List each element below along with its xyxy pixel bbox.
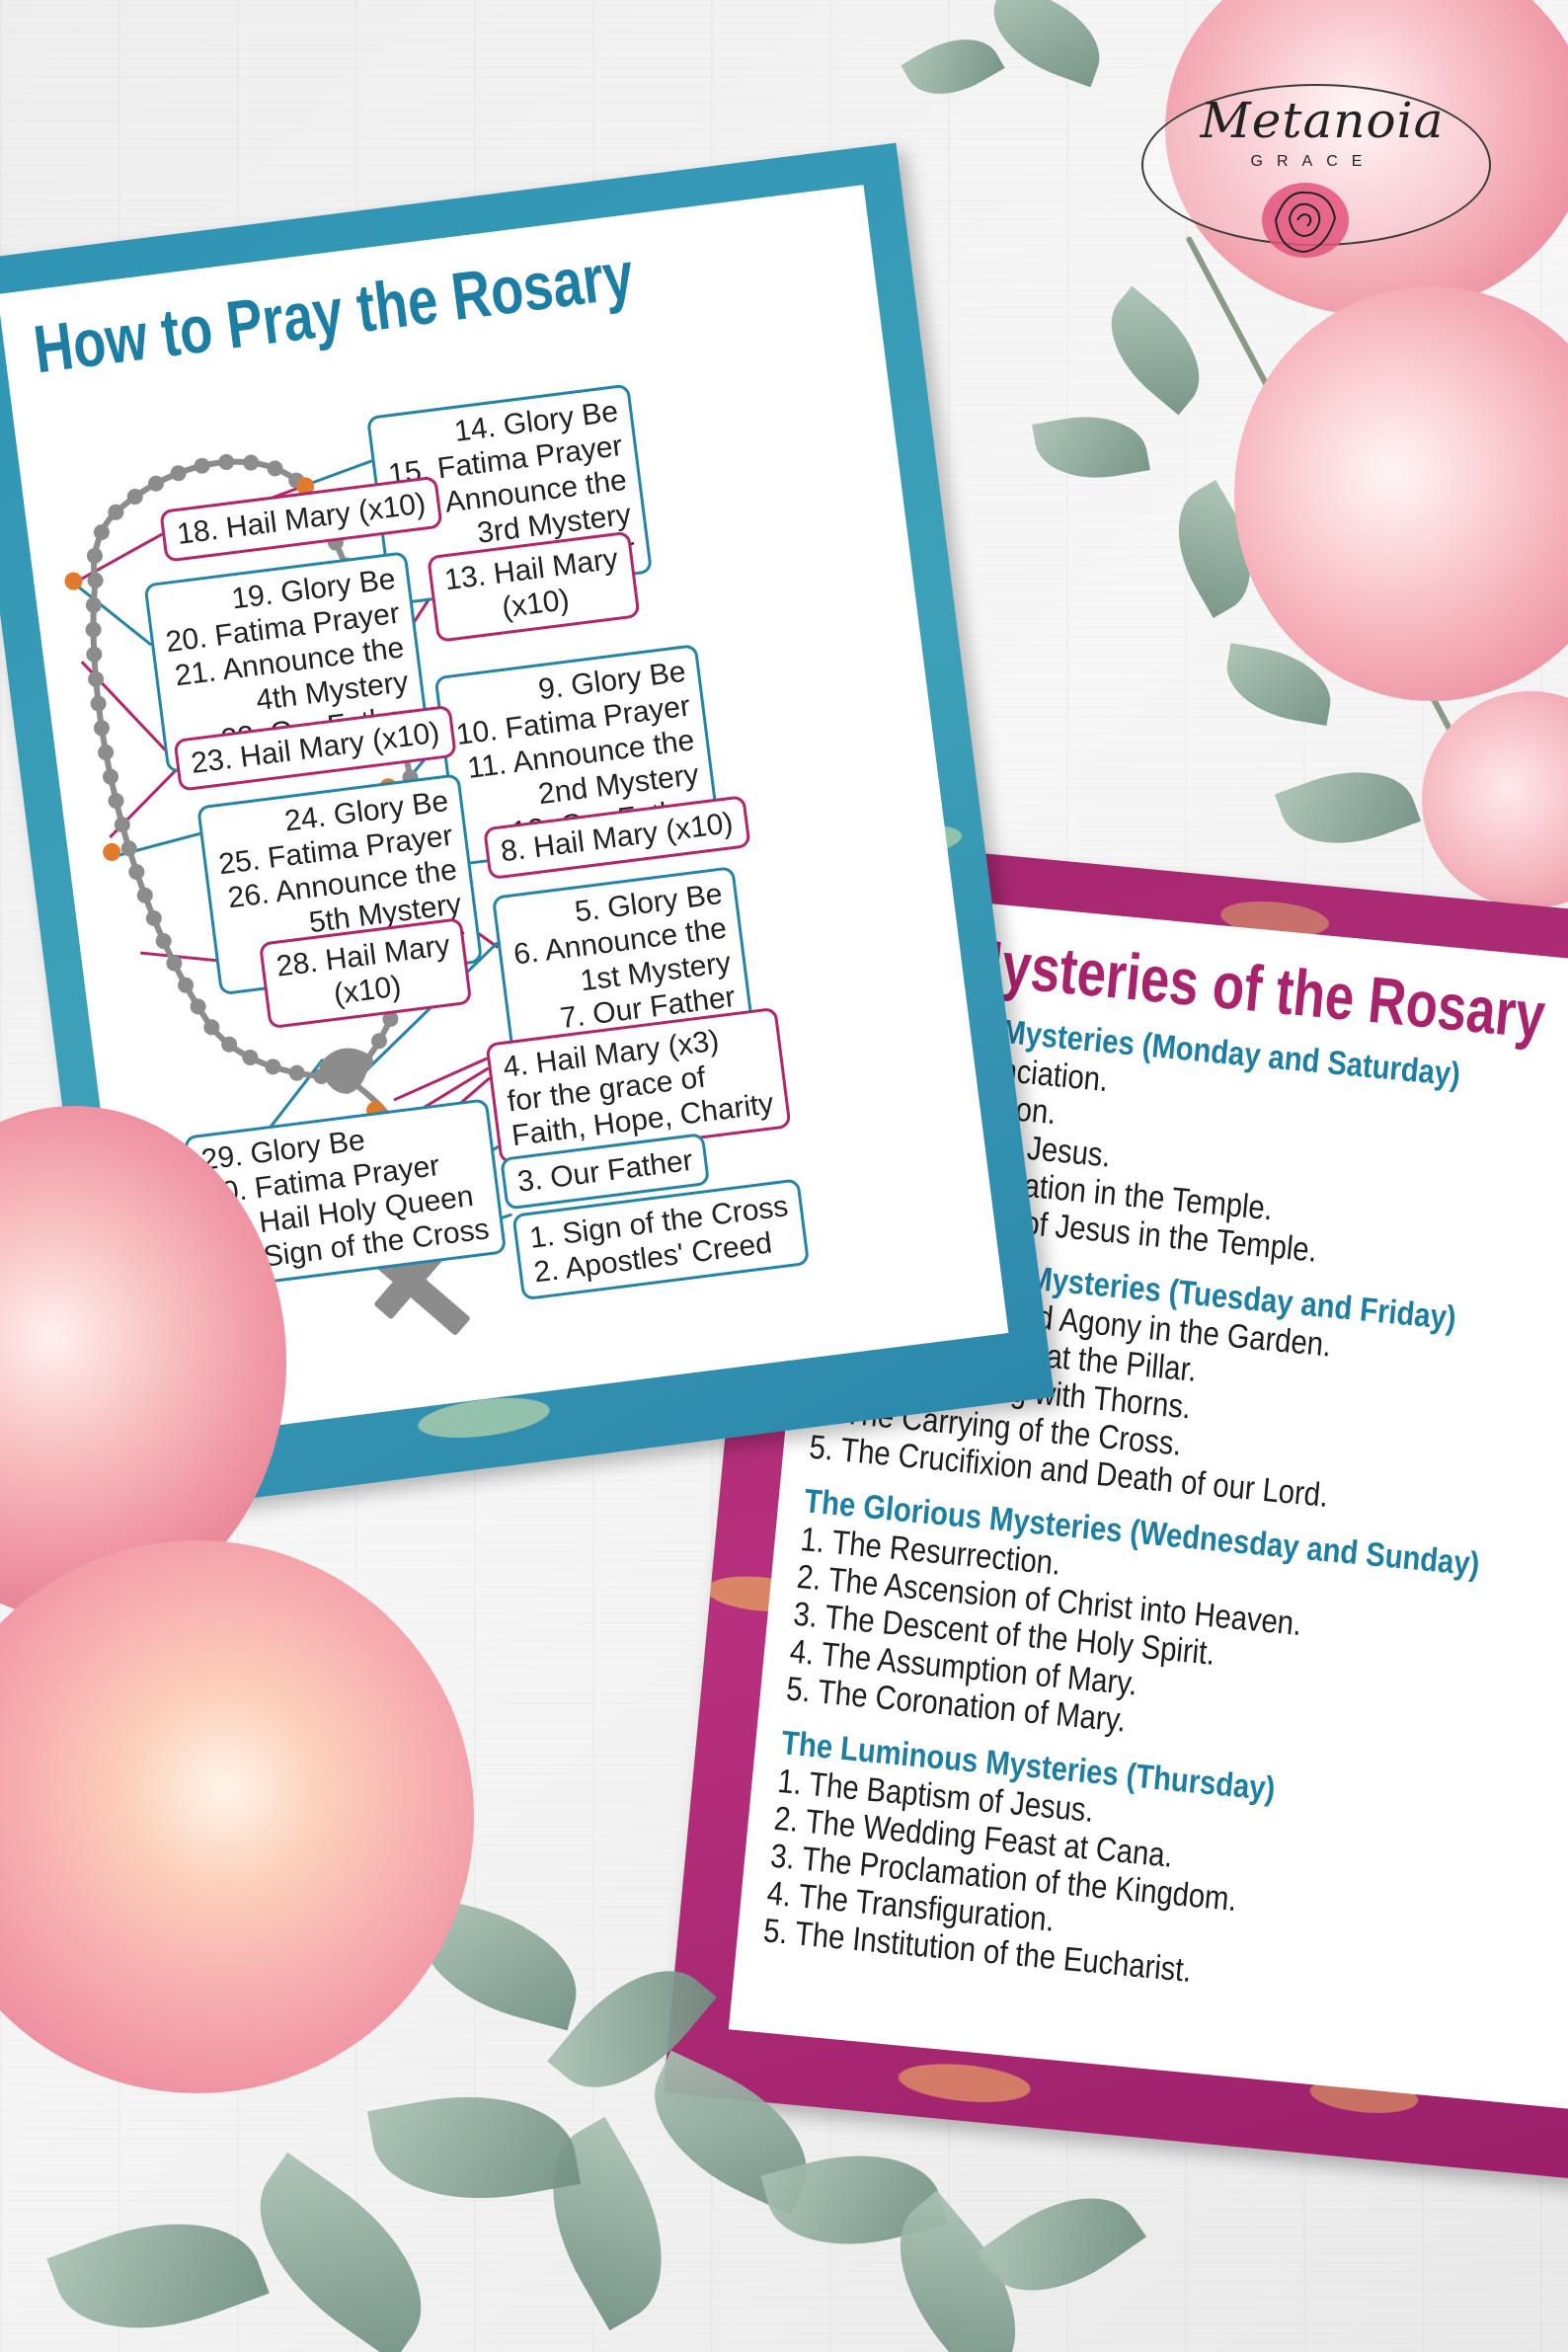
rosary-bead (170, 465, 187, 482)
leaf-icon (760, 2132, 948, 2268)
rosary-bead (190, 998, 206, 1015)
how-to-pray-card-panel: How to Pray the Rosary (0, 185, 1009, 1443)
rosary-bead (88, 670, 105, 687)
rosary-bead (218, 453, 235, 470)
rosary-bead (85, 621, 102, 638)
leaf-icon (979, 0, 1115, 88)
rosary-bead (136, 887, 153, 903)
rosary-bead (265, 1058, 281, 1075)
rosary-bead (194, 457, 210, 474)
rosary-bead (108, 504, 124, 520)
rosary-bead (126, 488, 143, 505)
logo-name: Metanoia (1200, 92, 1445, 149)
how-to-pray-card: How to Pray the Rosary (0, 142, 1055, 1516)
rosary-bead (178, 977, 195, 993)
leaf-icon (1032, 405, 1150, 490)
rose-icon (1262, 183, 1349, 258)
rosary-bead (382, 1010, 399, 1027)
rosary-bead (371, 1033, 388, 1050)
rosary-bead (93, 720, 110, 737)
logo-subname: GRACE (1250, 153, 1376, 170)
rosary-bead (147, 475, 164, 492)
leaf-icon (515, 2116, 699, 2331)
leaf-icon (1274, 750, 1422, 865)
rosary-bead (288, 1064, 305, 1081)
rosary-bead (98, 745, 115, 761)
rosary-bead (203, 1019, 220, 1036)
rosary-bead (221, 1036, 238, 1053)
rosary-bead (85, 596, 102, 613)
leaf-icon (976, 2166, 1147, 2322)
rosary-bead (145, 909, 162, 926)
rose-icon (1234, 286, 1568, 701)
leaf-icon (405, 1895, 592, 2031)
rosary-bead (86, 646, 103, 663)
rose-icon (0, 1540, 474, 2093)
rosary-bead (243, 454, 260, 471)
brand-logo: Metanoia GRACE (1136, 54, 1491, 272)
leaf-icon (901, 21, 1005, 113)
leaf-icon (864, 2190, 1052, 2352)
leaf-icon (366, 2077, 582, 2219)
rosary-bead (86, 547, 103, 564)
rosary-bead (267, 460, 283, 477)
rosary-bead (155, 933, 172, 950)
rosary-bead (120, 840, 137, 857)
rosary-bead (87, 572, 104, 588)
mystery-section-luminous: The Luminous Mysteries (Thursday) 1. The… (762, 1723, 1568, 2045)
rosary-bead (166, 955, 183, 972)
leaf-icon (46, 2191, 270, 2352)
rosary-centerpiece (318, 1048, 371, 1094)
rosary-bead (108, 793, 124, 810)
rosary-bead (103, 768, 119, 785)
leaf-icon (284, 1803, 466, 1959)
rosary-bead (93, 524, 110, 541)
rosary-bead (242, 1049, 259, 1065)
rosary-bead (90, 695, 107, 712)
leaf-icon (223, 2152, 458, 2352)
rosary-bead (114, 817, 130, 833)
rosary-bead (128, 864, 145, 881)
leaf-icon (1087, 285, 1223, 416)
